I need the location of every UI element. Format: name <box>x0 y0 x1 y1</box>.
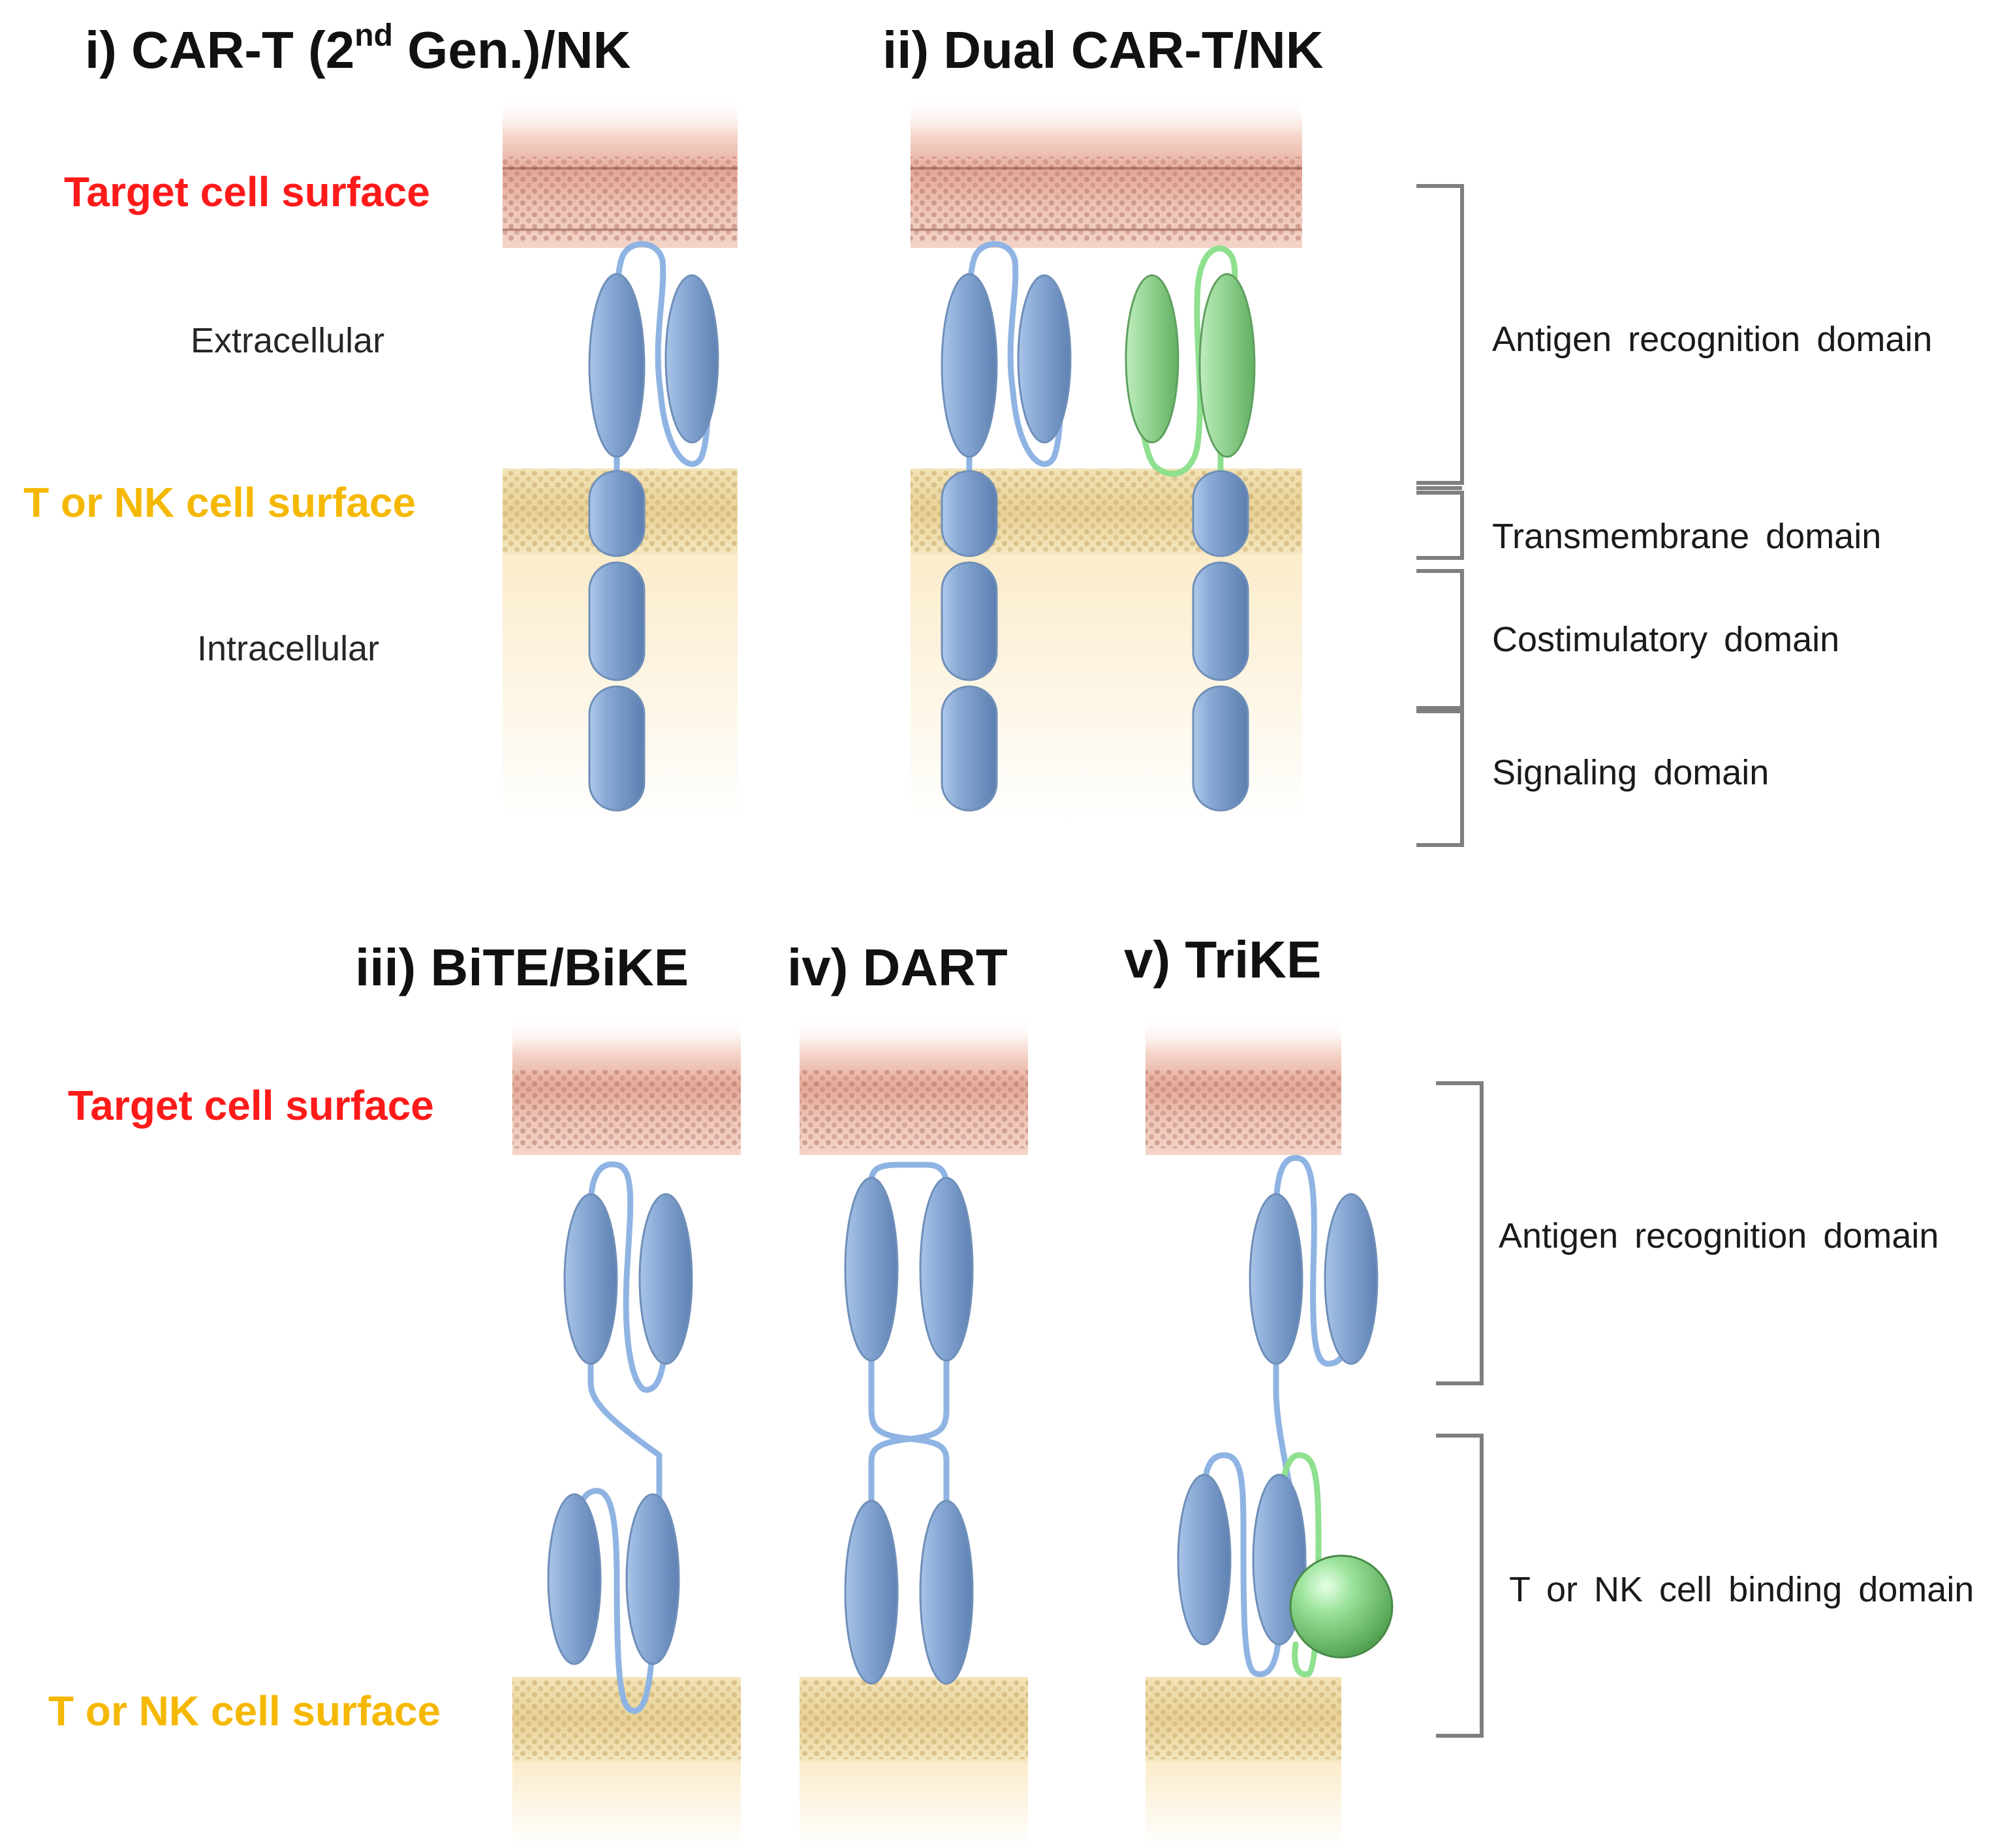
domain-costimulatory: Costimulatory domain <box>1492 620 1839 659</box>
dual-car-blue <box>941 241 1072 812</box>
domain-antigen-recognition: Antigen recognition domain <box>1492 320 1932 359</box>
target-scfv-vl-domain <box>638 1193 693 1365</box>
title-dual-car: ii) Dual CAR-T/NK <box>882 21 1324 79</box>
signaling-segment <box>588 685 646 812</box>
label-t-nk-cell-surface: T or NK cell surface <box>23 479 416 526</box>
dart-molecule <box>844 1162 974 1685</box>
effector-scfv-vl-domain <box>625 1493 680 1665</box>
dart-upper-right-domain <box>919 1177 974 1362</box>
bottom-membranes <box>512 1018 1341 1847</box>
title-car-t: i) CAR-T (2nd Gen.)/NK <box>85 18 631 79</box>
effector-scfv-vh-domain <box>547 1493 602 1665</box>
dart-upper-left-domain <box>844 1177 899 1362</box>
t-nk-lipid-texture <box>512 1680 741 1759</box>
costimulatory-segment <box>588 561 646 681</box>
target-lipid-texture <box>911 157 1302 241</box>
title-dart: iv) DART <box>787 938 1008 996</box>
label-extracellular: Extracellular <box>191 321 384 360</box>
bracket-costimulatory <box>1416 569 1464 710</box>
t-nk-lipid-texture <box>800 1680 1028 1759</box>
target-lipid-texture <box>800 1070 1028 1148</box>
scfv-vl-domain <box>664 274 719 444</box>
bracket-transmembrane <box>1416 491 1464 560</box>
transmembrane-segment <box>1192 470 1249 557</box>
domain-transmembrane: Transmembrane domain <box>1492 517 1881 556</box>
top-panel: i) CAR-T (2nd Gen.)/NK ii) Dual CAR-T/NK… <box>23 18 1932 847</box>
bracket-antigen <box>1436 1081 1484 1385</box>
domain-t-nk-binding: T or NK cell binding domain <box>1509 1570 1974 1609</box>
t-nk-lipid-texture <box>1146 1680 1341 1759</box>
transmembrane-segment <box>588 470 646 557</box>
bottom-domain-brackets <box>1436 1081 1484 1738</box>
target-scfv-vh-domain <box>563 1193 618 1365</box>
domain-signaling: Signaling domain <box>1492 753 1769 792</box>
target-lipid-texture <box>1146 1070 1341 1148</box>
trike-molecule <box>1177 1155 1394 1678</box>
title-trike: v) TriKE <box>1124 931 1321 989</box>
il15-cytokine-sphere <box>1289 1554 1394 1659</box>
cytoplasm <box>800 1762 1028 1847</box>
cytoplasm <box>1146 1762 1341 1847</box>
scfv-vl-domain <box>1198 273 1256 458</box>
signaling-segment <box>1192 685 1249 812</box>
costimulatory-segment <box>1192 561 1249 681</box>
bracket-signaling <box>1416 709 1464 847</box>
dart-lower-left-domain <box>844 1500 899 1685</box>
bite-molecule <box>547 1161 693 1714</box>
bracket-binding <box>1436 1434 1484 1738</box>
scfv-vh-domain <box>588 273 646 458</box>
scfv-vh-domain <box>1125 274 1179 444</box>
label-target-cell-surface: Target cell surface <box>68 1082 434 1129</box>
target-scfv-vh-domain <box>1249 1193 1303 1365</box>
trike-linker-green <box>1276 1452 1322 1678</box>
transmembrane-segment <box>941 470 998 557</box>
scfv-vl-domain <box>1017 274 1072 444</box>
cytoplasm <box>512 1762 741 1847</box>
costimulatory-segment <box>941 561 998 681</box>
scfv-linkers <box>571 1161 669 1714</box>
bottom-panel: iii) BiTE/BiKE iv) DART v) TriKE Target … <box>48 931 1974 1847</box>
target-lipid-texture <box>512 1070 741 1148</box>
domain-antigen-recognition: Antigen recognition domain <box>1499 1216 1939 1255</box>
label-intracellular: Intracellular <box>197 629 379 668</box>
effector-scfv-vh-domain <box>1177 1473 1232 1646</box>
title-bite-bike: iii) BiTE/BiKE <box>355 938 689 996</box>
target-lipid-texture <box>503 157 738 241</box>
top-domain-brackets <box>1416 184 1464 847</box>
scfv-vh-domain <box>941 273 998 458</box>
dart-linkers <box>868 1162 950 1517</box>
car-receptor <box>588 241 719 812</box>
label-t-nk-cell-surface: T or NK cell surface <box>48 1687 441 1734</box>
dual-car-green <box>1125 245 1256 812</box>
bracket-antigen <box>1416 184 1464 485</box>
dart-lower-right-domain <box>919 1500 974 1685</box>
label-target-cell-surface: Target cell surface <box>64 168 430 215</box>
target-scfv-vl-domain <box>1324 1193 1379 1365</box>
signaling-segment <box>941 685 998 812</box>
